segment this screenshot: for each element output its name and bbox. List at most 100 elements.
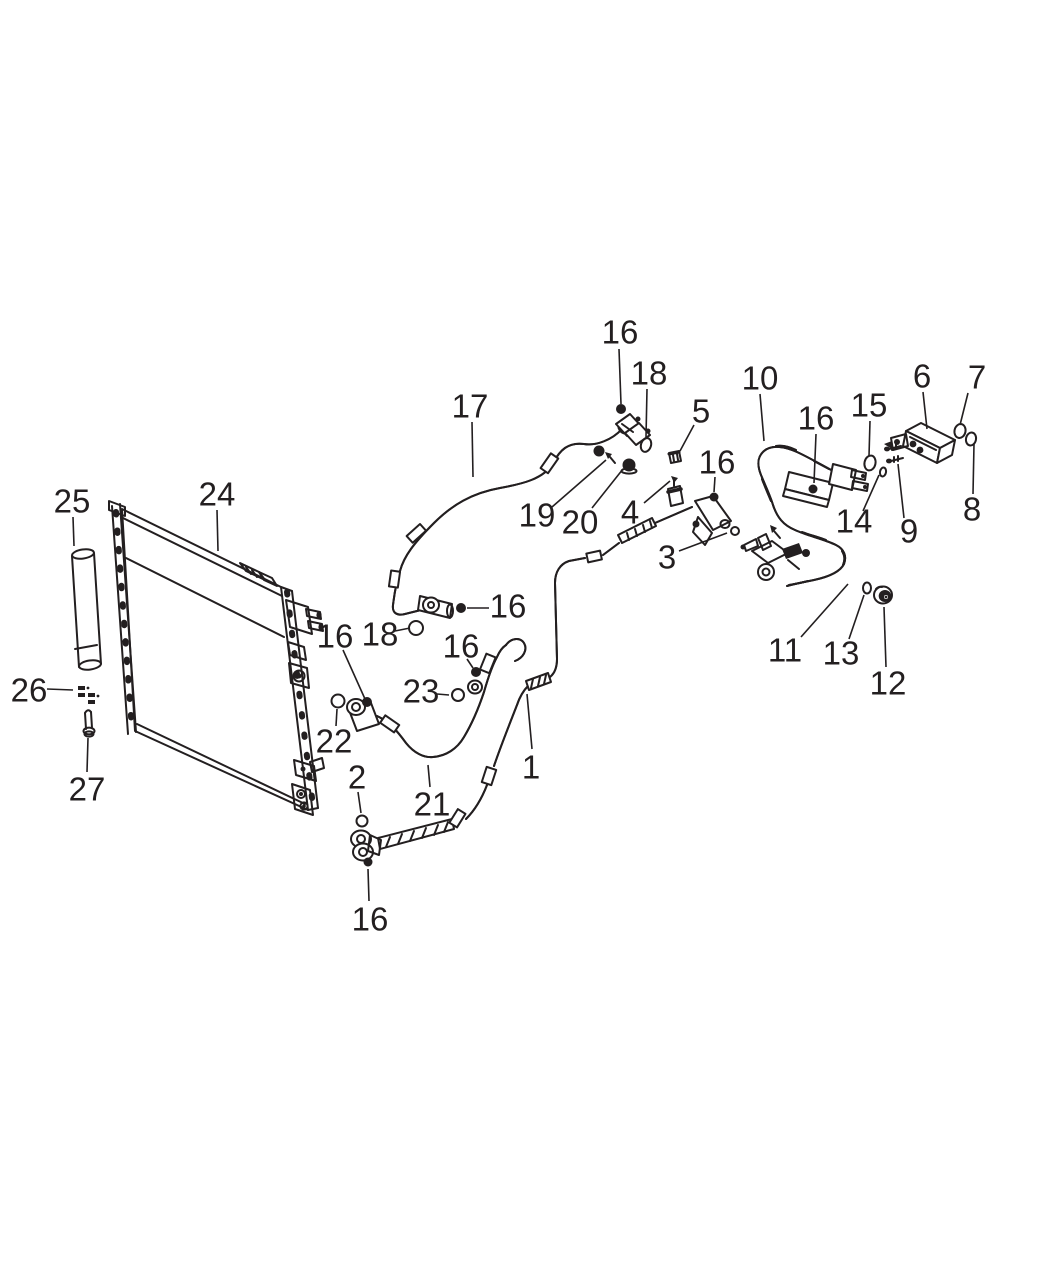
callout-leader-26 (46, 688, 74, 691)
callout-leader-16 (342, 649, 366, 700)
callout-24: 24 (199, 476, 236, 513)
callout-leader-15 (868, 420, 871, 457)
callout-16: 16 (490, 588, 527, 625)
nut-16-elbow (362, 697, 372, 707)
nut-20 (620, 458, 638, 475)
valve-cap-5 (667, 450, 682, 464)
condenser-foot-block (291, 783, 314, 816)
hose17-collar (405, 523, 428, 544)
callout-1: 1 (522, 749, 540, 786)
callout-16: 16 (798, 400, 835, 437)
callout-leader-17 (471, 421, 474, 478)
nut-16-top (616, 404, 626, 414)
callout-23: 23 (403, 673, 440, 710)
callout-leader-20 (591, 468, 624, 509)
oring-7 (953, 423, 967, 439)
hose17-collar (539, 452, 560, 475)
oring-2 (355, 814, 369, 828)
callout-25: 25 (54, 483, 91, 520)
callout-leader-23 (436, 693, 450, 696)
callout-12: 12 (870, 665, 907, 702)
callout-leader-16 (466, 658, 474, 669)
pipe-end-block (828, 463, 869, 492)
oring-18-lower (408, 620, 424, 636)
oring-13 (862, 581, 872, 595)
nut-16-lower (363, 857, 373, 867)
oring-3 (730, 526, 740, 536)
callout-16: 16 (699, 444, 736, 481)
pipe-assembly (740, 444, 869, 587)
callout-leader-18 (394, 627, 411, 632)
receiver-drier (71, 548, 102, 671)
callout-17: 17 (452, 388, 489, 425)
callout-leader-4 (643, 480, 671, 504)
condenser-top-cap (108, 500, 126, 517)
callout-leader-11 (800, 583, 849, 638)
callout-leader-24 (216, 509, 219, 552)
nut-16-hose1 (709, 492, 719, 502)
nut-16-hose21 (471, 667, 481, 677)
callout-leader-9 (897, 463, 905, 519)
condenser-bracket-hole (288, 662, 310, 689)
condenser-bracket-mid (287, 641, 307, 661)
callout-leader-16 (367, 868, 370, 902)
callout-leader-8 (972, 443, 975, 495)
callout-9: 9 (900, 513, 918, 550)
oring-14 (878, 466, 888, 478)
callout-leader-27 (86, 737, 89, 773)
oring-23 (451, 688, 465, 702)
callout-leader-18 (645, 388, 648, 438)
callout-18: 18 (631, 355, 668, 392)
hose17-end-fitting (417, 595, 454, 619)
hose-1 (350, 450, 732, 862)
callout-leader-21 (427, 764, 431, 788)
callout-3: 3 (658, 539, 676, 576)
oring-18-top (639, 437, 653, 453)
hose17-manifold-fitting (615, 413, 651, 446)
hose-17 (387, 428, 623, 619)
hose21-end-flange (467, 679, 483, 695)
stud-pin (770, 525, 781, 539)
callout-leader-6 (922, 391, 928, 430)
callout-leader-3 (678, 532, 728, 552)
callout-leader-19 (551, 459, 607, 508)
callout-11: 11 (768, 632, 802, 669)
callout-leader-2 (357, 791, 362, 814)
callout-8: 8 (963, 491, 981, 528)
nut-stud (593, 445, 605, 457)
callout-16: 16 (443, 628, 480, 665)
callout-leader-1 (526, 693, 533, 750)
callout-leader-16 (813, 433, 817, 484)
service-valve-4 (666, 476, 684, 507)
hose1-collar (448, 808, 467, 829)
valve-screws (884, 443, 904, 464)
callout-16: 16 (317, 618, 354, 655)
pipe-bracket-plate (782, 471, 834, 508)
hose1-collar (585, 549, 603, 564)
callout-leader-14 (862, 474, 880, 512)
condenser (108, 500, 325, 816)
hose1-lower-fitting (350, 829, 382, 862)
condenser-bracket-bottom (293, 757, 325, 782)
expansion-valve (884, 422, 956, 464)
callout-4: 4 (621, 494, 639, 531)
callout-10: 10 (742, 360, 779, 397)
callout-leader-7 (959, 392, 969, 426)
condenser-top-latch (239, 562, 278, 587)
callout-leader-5 (679, 424, 695, 452)
callout-13: 13 (823, 635, 860, 672)
hose1-end-fitting (692, 495, 732, 546)
callout-leader-13 (848, 594, 865, 640)
callout-5: 5 (692, 393, 710, 430)
callout-leader-22 (335, 708, 338, 727)
callout-7: 7 (968, 359, 986, 396)
callout-20: 20 (562, 504, 599, 541)
nut-16-pipe (808, 484, 818, 494)
hose1-collar (480, 765, 498, 787)
callout-22: 22 (316, 723, 353, 760)
nut-16-hose17 (456, 603, 466, 613)
oring-8 (964, 431, 978, 447)
pipe-insulation-sleeves (761, 444, 846, 586)
callout-2: 2 (348, 759, 366, 796)
